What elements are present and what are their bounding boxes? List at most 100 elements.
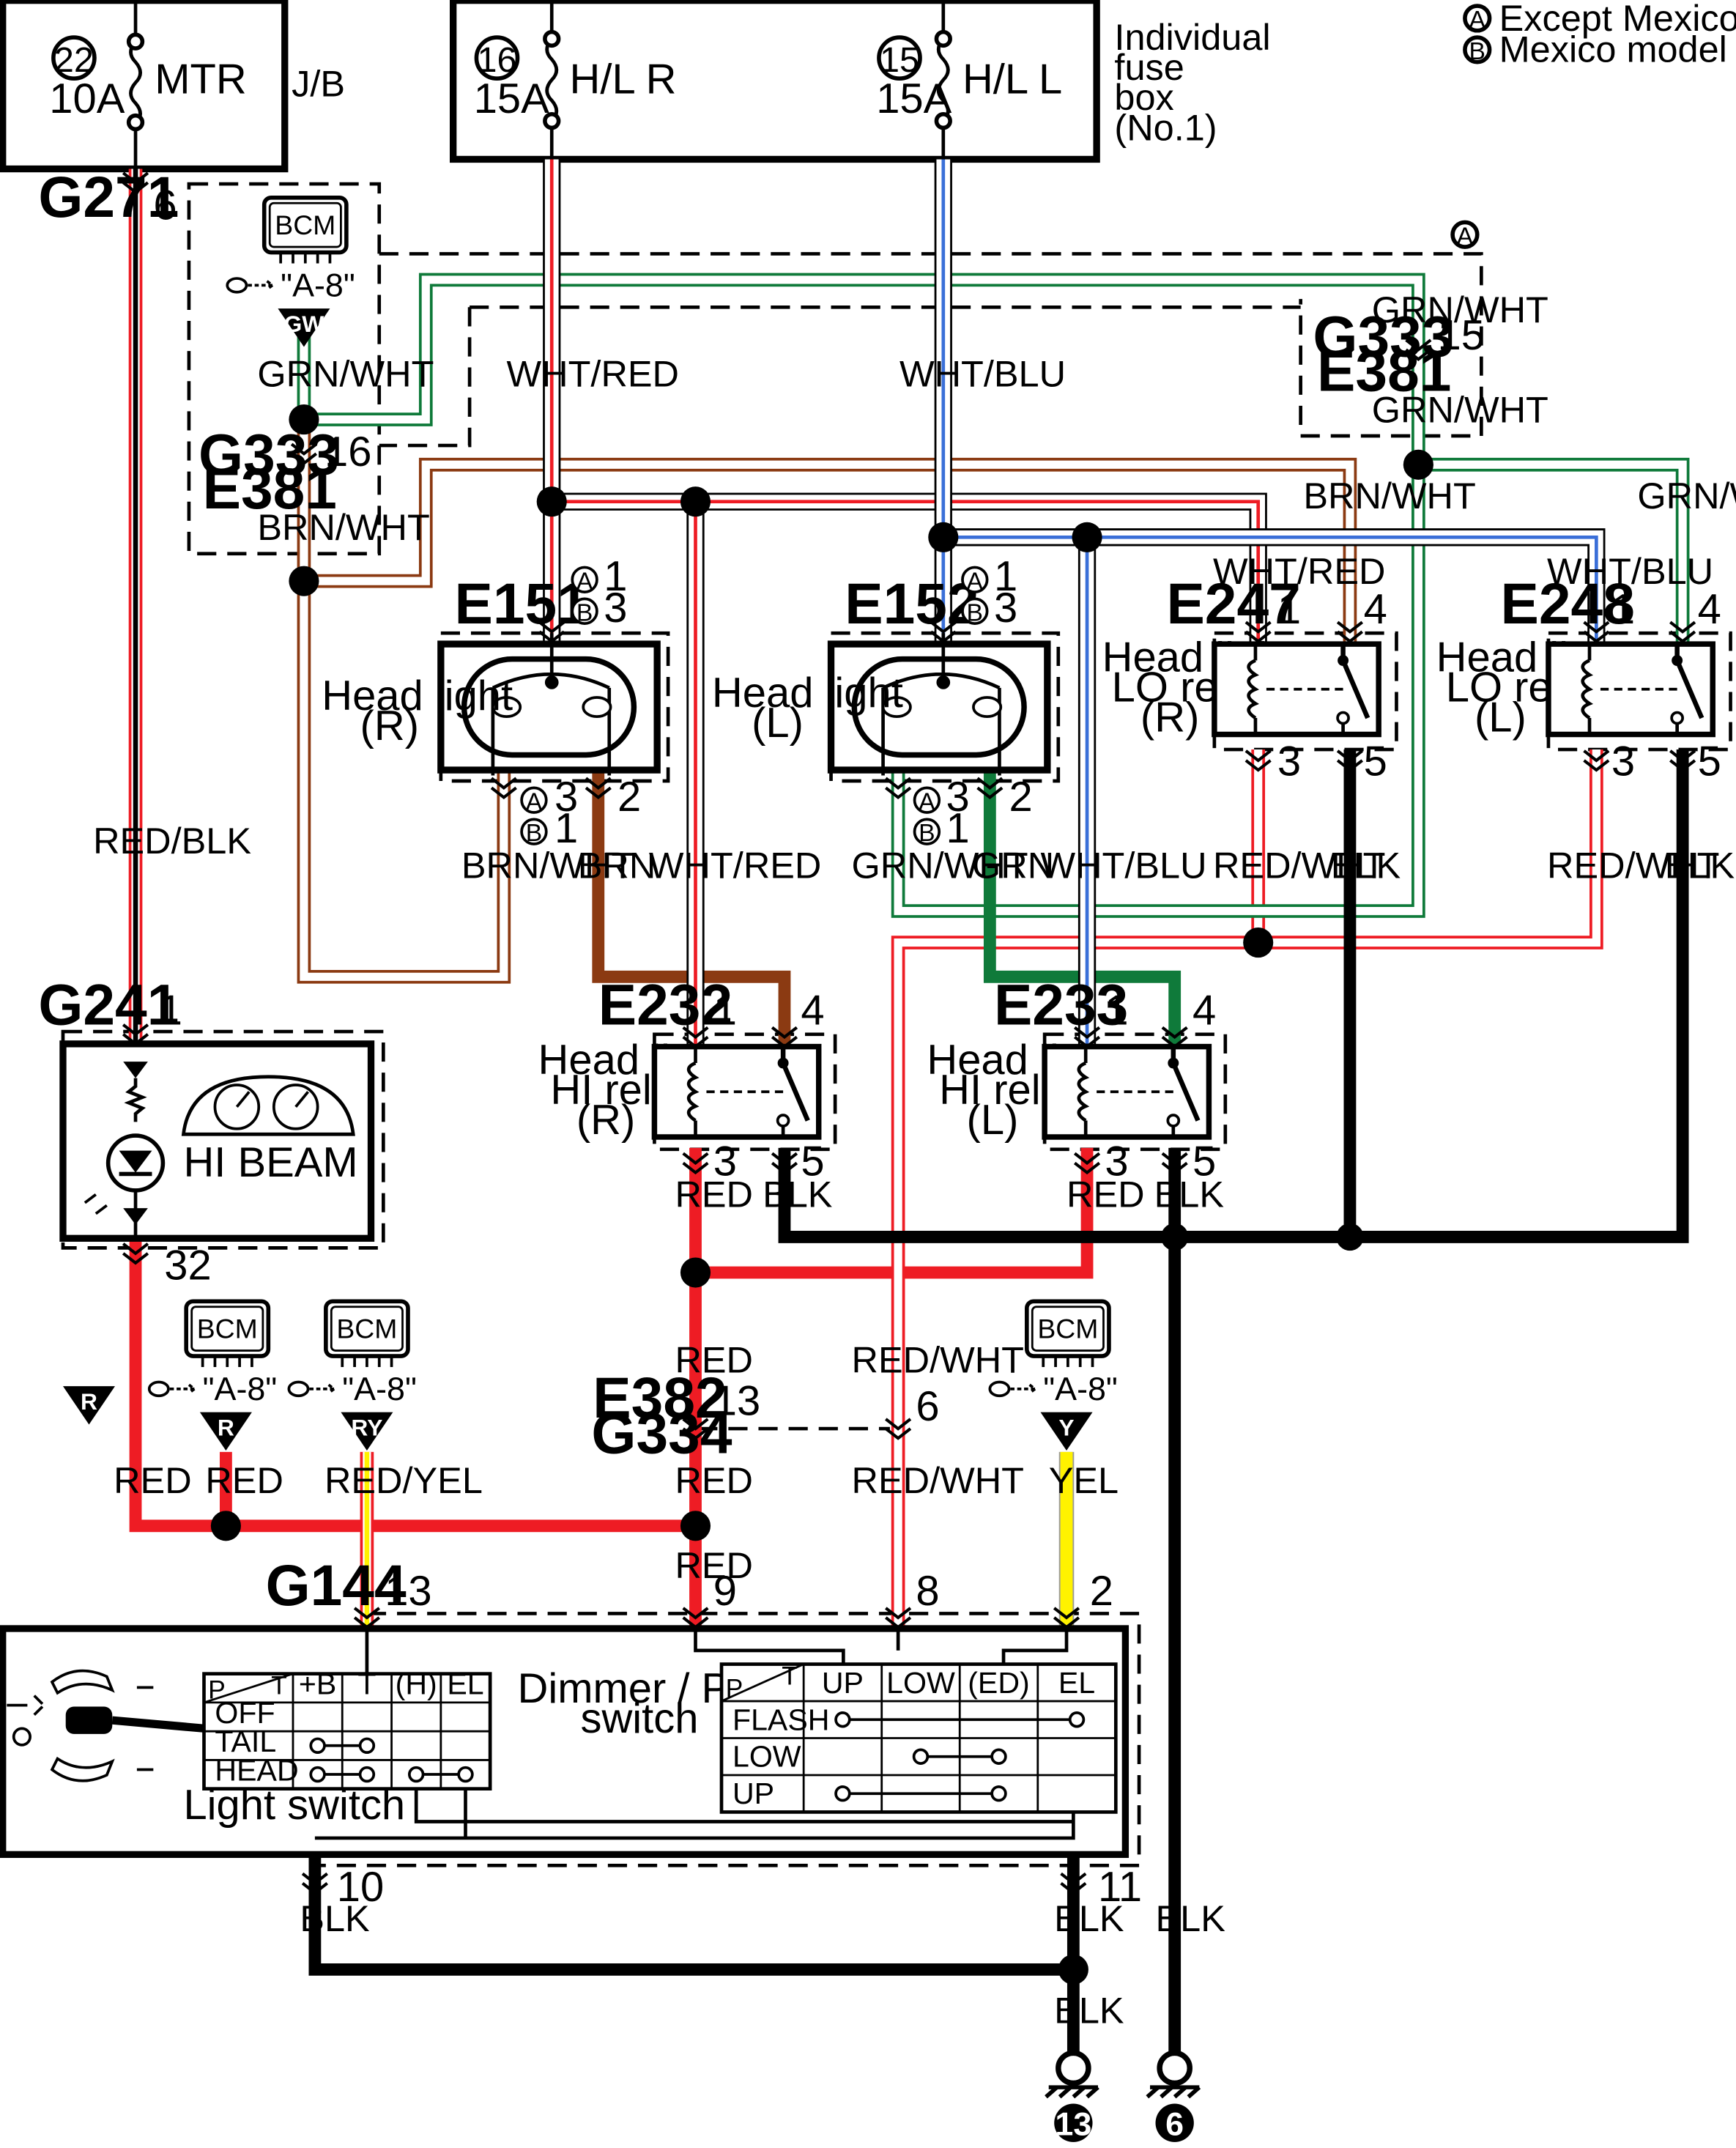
svg-text:G333: G333: [1313, 305, 1453, 369]
svg-text:GW: GW: [284, 311, 324, 337]
svg-text:6: 6: [1165, 2106, 1184, 2143]
bcm-module: BCM "A-8": [287, 1299, 417, 1407]
svg-text:15: 15: [880, 40, 919, 80]
signal-triangle: R: [199, 1412, 252, 1451]
svg-text:Individual: Individual: [1114, 16, 1270, 58]
svg-text:(R): (R): [576, 1097, 635, 1144]
svg-text:BCM: BCM: [336, 1314, 397, 1344]
junction-block: 22 10A MTR J/B: [0, 0, 345, 173]
svg-text:G334: G334: [591, 1401, 732, 1466]
svg-text:3: 3: [604, 585, 627, 632]
svg-text:BLK: BLK: [300, 1897, 370, 1939]
svg-text:E152: E152: [845, 571, 979, 636]
svg-text:TAIL: TAIL: [215, 1725, 276, 1758]
svg-text:10A: 10A: [49, 75, 125, 122]
bcm-module: BCM "A-8": [988, 1299, 1118, 1407]
wire-grn-wht-e248: [1418, 457, 1690, 645]
svg-text:1: 1: [946, 805, 970, 852]
svg-text:16: 16: [477, 40, 516, 80]
svg-text:fuse: fuse: [1114, 46, 1184, 88]
svg-text:RED/YEL: RED/YEL: [324, 1459, 483, 1501]
svg-text:"A-8": "A-8": [342, 1370, 417, 1407]
svg-text:RED: RED: [205, 1459, 283, 1501]
svg-text:BLK: BLK: [1665, 845, 1735, 886]
svg-text:32: 32: [164, 1242, 211, 1289]
svg-text:R: R: [81, 1388, 97, 1415]
svg-text:WHT/BLU: WHT/BLU: [1041, 845, 1207, 886]
relay: [1042, 1043, 1212, 1140]
svg-text:UP: UP: [822, 1666, 864, 1700]
svg-text:Head light: Head light: [712, 670, 903, 716]
model-mark: A: [576, 568, 593, 595]
svg-text:Y: Y: [1058, 1414, 1074, 1440]
svg-text:EL: EL: [1058, 1666, 1095, 1700]
svg-text:3: 3: [554, 774, 578, 821]
connector-labels: G271 6 G333 E381 16 G333 E381 15 E151 E1…: [38, 165, 1721, 1911]
svg-text:FLASH: FLASH: [732, 1703, 830, 1736]
svg-text:Head light: Head light: [322, 673, 513, 719]
svg-text:(ED): (ED): [968, 1666, 1030, 1700]
svg-text:E151: E151: [455, 571, 589, 636]
svg-text:3: 3: [1277, 738, 1301, 785]
svg-text:Except Mexico model: Except Mexico model: [1499, 0, 1736, 39]
wire-red-e233: [695, 1147, 1094, 1279]
svg-text:BLK: BLK: [1054, 1989, 1124, 2031]
svg-text:RED/WHT: RED/WHT: [852, 1459, 1024, 1501]
svg-text:OFF: OFF: [215, 1696, 275, 1730]
svg-text:RED: RED: [675, 1544, 753, 1586]
svg-text:P: P: [208, 1675, 226, 1704]
wire-brn-wht-e247: [303, 457, 1357, 645]
headlight-r: [437, 633, 661, 776]
individual-fuse-box: 16 15A H/L R 15 15A H/L L Individual fus…: [449, 0, 1271, 163]
ground-13: 13: [1045, 2050, 1099, 2143]
wire-blk-g144-10: [308, 1854, 1074, 1976]
svg-text:LOW: LOW: [886, 1666, 955, 1700]
svg-text:A: A: [1457, 223, 1474, 250]
svg-text:2: 2: [1009, 774, 1033, 821]
svg-text:B: B: [1469, 38, 1485, 65]
svg-text:UP: UP: [732, 1777, 774, 1810]
svg-text:4: 4: [801, 988, 824, 1034]
svg-text:3: 3: [713, 1138, 737, 1185]
svg-text:5: 5: [1698, 738, 1721, 785]
svg-text:22: 22: [54, 40, 94, 80]
svg-text:GRN/WHT: GRN/WHT: [1637, 475, 1736, 516]
svg-text:3: 3: [1105, 1138, 1128, 1185]
svg-text:GRN/WHT: GRN/WHT: [852, 845, 1028, 886]
svg-text:15A: 15A: [474, 75, 549, 122]
splice-points: [210, 404, 1433, 1985]
svg-text:4: 4: [1364, 586, 1387, 633]
svg-text:BCM: BCM: [1037, 1314, 1098, 1344]
model-mark: B: [576, 599, 593, 626]
svg-text:H/L R: H/L R: [570, 56, 677, 103]
svg-text:1: 1: [1105, 988, 1128, 1034]
wire-brn-wht-e151: [297, 419, 511, 984]
svg-text:BRN/WHT: BRN/WHT: [1303, 475, 1475, 516]
hi-beam-indicator: HI BEAM: [59, 1040, 375, 1242]
svg-text:BLK: BLK: [1331, 845, 1401, 886]
svg-text:1: 1: [713, 988, 737, 1034]
svg-text:BLK: BLK: [1156, 1897, 1226, 1939]
wire-red-meter-out: [129, 1238, 696, 1533]
model-mark: B: [967, 599, 983, 626]
svg-text:G271: G271: [38, 165, 179, 229]
svg-text:box: box: [1114, 76, 1173, 118]
svg-text:1: 1: [604, 553, 627, 600]
svg-text:BCM: BCM: [197, 1314, 258, 1344]
model-mark: A: [967, 568, 984, 595]
svg-text:"A-8": "A-8": [1043, 1370, 1118, 1407]
svg-text:BRN: BRN: [578, 845, 656, 886]
svg-text:G333: G333: [199, 422, 339, 486]
relay: [651, 1043, 822, 1140]
svg-text:5: 5: [1192, 1138, 1216, 1185]
svg-text:switch: switch: [580, 1695, 698, 1742]
signal-triangle: GW: [278, 308, 330, 347]
bcm-modules: BCM"A-8"BCM"A-8"BCM"A-8"BCM"A-8": [147, 195, 1118, 1407]
model-mark: A: [526, 788, 543, 815]
svg-text:BLK: BLK: [1154, 1173, 1225, 1215]
svg-text:3: 3: [1611, 738, 1635, 785]
